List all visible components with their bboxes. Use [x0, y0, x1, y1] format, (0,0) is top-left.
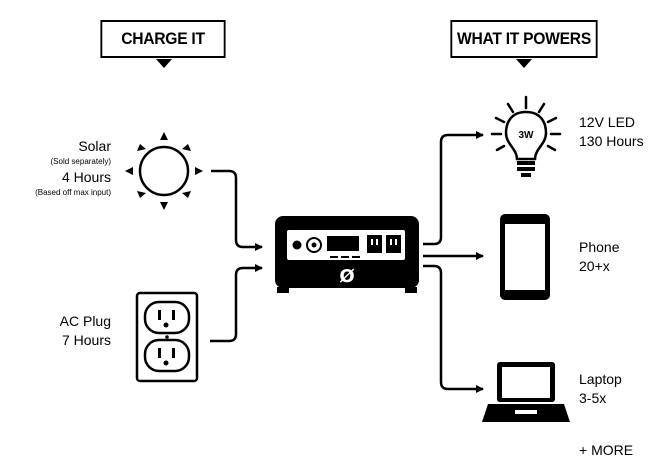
station-to-laptop-arrow: [423, 264, 484, 393]
ac-to-station-arrow: [210, 264, 263, 343]
ac-time: 7 Hours: [61, 332, 111, 348]
led-detail: 130 Hours: [579, 133, 644, 149]
powers-header-pointer: [516, 59, 532, 68]
ac-title: AC Plug: [59, 313, 111, 329]
phone-label-group: Phone 20+x: [579, 238, 619, 276]
phone-title: Phone: [579, 239, 620, 255]
solar-note-max-input: (Based off max input): [35, 188, 111, 197]
more-label: + MORE: [579, 442, 634, 458]
solar-note: (Sold separately): [50, 157, 111, 166]
laptop-detail: 3-5x: [579, 390, 607, 406]
light-bulb-icon: 3W: [490, 95, 562, 177]
laptop-label-group: Laptop 3-5x: [579, 370, 622, 408]
solar-label-group: Solar (Sold separately) 4 Hours (Based o…: [1, 137, 111, 199]
smartphone-icon: [500, 214, 550, 300]
led-title: 12V LED: [579, 114, 636, 130]
solar-time: 4 Hours: [61, 169, 111, 185]
solar-to-station-arrow: [211, 169, 263, 251]
laptop-title: Laptop: [579, 371, 622, 387]
charge-it-header-label: CHARGE IT: [121, 29, 205, 48]
bulb-wattage: 3W: [519, 130, 535, 141]
sun-icon: [125, 132, 203, 210]
led-label-group: 12V LED 130 Hours: [579, 113, 644, 151]
charge-it-header: CHARGE IT: [100, 20, 226, 58]
wall-outlet-icon: [135, 291, 199, 383]
what-it-powers-header-label: WHAT IT POWERS: [456, 29, 591, 48]
ac-label-group: AC Plug 7 Hours: [1, 312, 111, 350]
phone-detail: 20+x: [579, 258, 610, 274]
device-logo: Ø: [339, 266, 354, 287]
power-station-icon: Ø: [275, 216, 419, 293]
station-to-led-arrow: [423, 131, 484, 246]
charge-header-pointer: [156, 59, 172, 68]
what-it-powers-header: WHAT IT POWERS: [450, 20, 598, 58]
solar-title: Solar: [78, 138, 111, 154]
laptop-icon: [482, 362, 570, 422]
